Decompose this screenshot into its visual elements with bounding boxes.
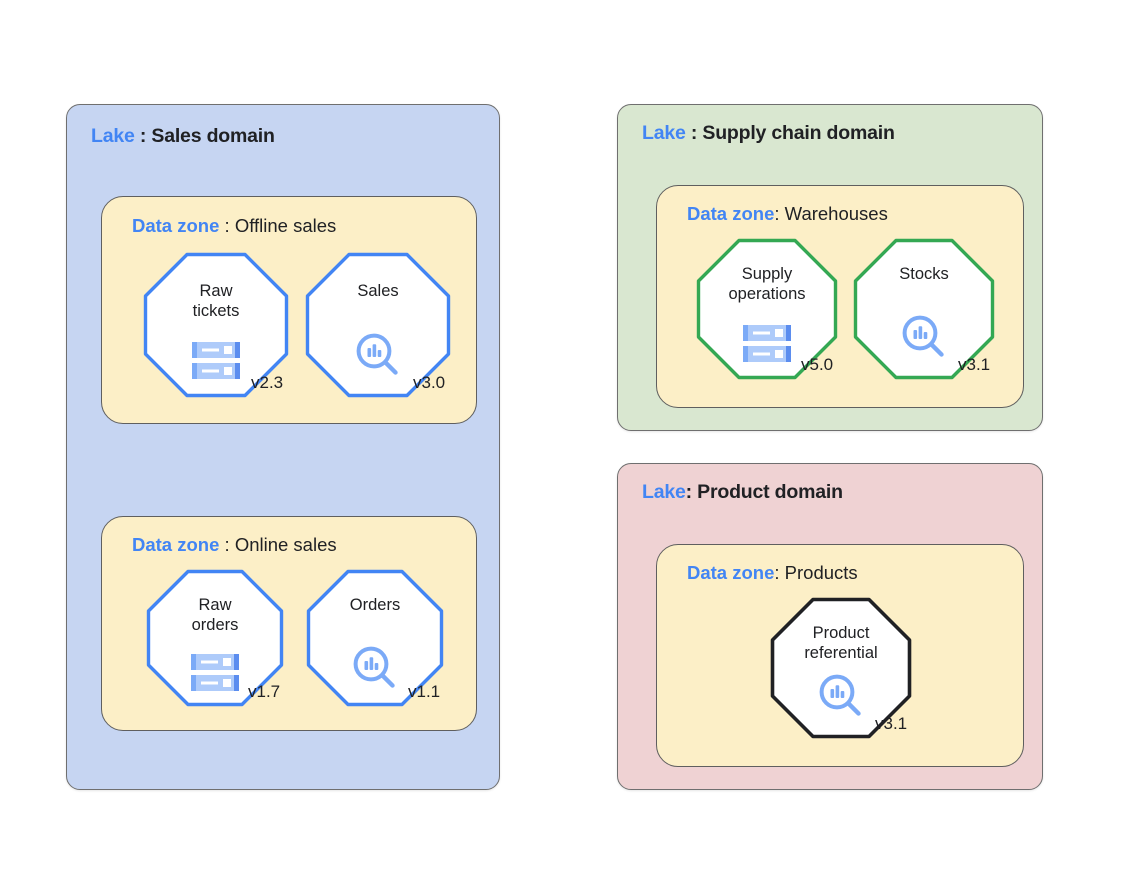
data-zone-products-title: Data zone: Products bbox=[687, 562, 858, 584]
lake-product-domain-title: Lake: Product domain bbox=[642, 481, 843, 504]
analytics-magnifier-icon bbox=[901, 314, 947, 360]
lake-sales-domain[interactable]: Lake : Sales domain Data zone : Offline … bbox=[66, 104, 500, 790]
database-icon bbox=[741, 324, 793, 364]
lake-name: Supply chain domain bbox=[702, 122, 895, 144]
data-product-raw-tickets[interactable]: Raw tickets v2.3 bbox=[143, 252, 289, 398]
zone-separator: : bbox=[774, 203, 785, 224]
product-version: v3.1 bbox=[958, 355, 991, 374]
zone-name: Offline sales bbox=[234, 215, 337, 236]
lake-separator: : bbox=[685, 122, 703, 144]
data-product-orders[interactable]: Orders v1.1 bbox=[306, 569, 444, 707]
octagon-shape bbox=[770, 597, 912, 739]
lake-keyword: Lake bbox=[642, 122, 686, 144]
data-zone-online-sales[interactable]: Data zone : Online sales Raw orders bbox=[101, 516, 477, 731]
product-label: Product referential bbox=[804, 624, 878, 663]
product-version: v1.7 bbox=[248, 682, 281, 701]
lake-name: Sales domain bbox=[151, 125, 275, 147]
lake-keyword: Lake bbox=[91, 125, 135, 147]
product-version: v5.0 bbox=[801, 355, 834, 374]
octagon-shape bbox=[853, 238, 995, 380]
product-label: Supply operations bbox=[728, 265, 806, 304]
lake-name: Product domain bbox=[697, 481, 843, 503]
database-icon bbox=[189, 653, 241, 693]
zone-name: Products bbox=[784, 562, 858, 583]
data-zone-products[interactable]: Data zone: Products Product referential bbox=[656, 544, 1024, 767]
octagon-shape bbox=[696, 238, 838, 380]
octagon-shape bbox=[146, 569, 284, 707]
data-product-supply-operations[interactable]: Supply operations v5.0 bbox=[696, 238, 838, 380]
zone-keyword: Data zone bbox=[687, 562, 775, 583]
data-zone-online-sales-title: Data zone : Online sales bbox=[132, 534, 337, 556]
zone-separator: : bbox=[774, 562, 785, 583]
zone-keyword: Data zone bbox=[132, 534, 220, 555]
lake-supply-chain-domain[interactable]: Lake : Supply chain domain Data zone: Wa… bbox=[617, 104, 1043, 431]
data-zone-offline-sales-title: Data zone : Offline sales bbox=[132, 215, 336, 237]
data-zone-warehouses-title: Data zone: Warehouses bbox=[687, 203, 888, 225]
analytics-magnifier-icon bbox=[355, 332, 401, 378]
zone-separator: : bbox=[219, 215, 235, 236]
product-label: Raw orders bbox=[191, 596, 239, 635]
lake-sales-domain-title: Lake : Sales domain bbox=[91, 125, 275, 148]
data-product-stocks[interactable]: Stocks v3.1 bbox=[853, 238, 995, 380]
product-label: Sales bbox=[357, 282, 399, 300]
lake-separator: : bbox=[685, 481, 698, 503]
lake-separator: : bbox=[134, 125, 152, 147]
zone-name: Online sales bbox=[234, 534, 337, 555]
analytics-magnifier-icon bbox=[352, 645, 398, 691]
octagon-shape bbox=[305, 252, 451, 398]
product-label: Orders bbox=[349, 596, 401, 614]
data-product-product-referential[interactable]: Product referential v3.1 bbox=[770, 597, 912, 739]
lake-product-domain[interactable]: Lake: Product domain Data zone: Products… bbox=[617, 463, 1043, 790]
octagon-shape bbox=[306, 569, 444, 707]
data-zone-offline-sales[interactable]: Data zone : Offline sales Raw tickets bbox=[101, 196, 477, 424]
octagon-shape bbox=[143, 252, 289, 398]
lake-supply-chain-domain-title: Lake : Supply chain domain bbox=[642, 122, 895, 145]
zone-keyword: Data zone bbox=[687, 203, 775, 224]
data-zone-warehouses[interactable]: Data zone: Warehouses Supply operations bbox=[656, 185, 1024, 408]
lake-keyword: Lake bbox=[642, 481, 686, 503]
zone-separator: : bbox=[219, 534, 235, 555]
data-product-raw-orders[interactable]: Raw orders v1.7 bbox=[146, 569, 284, 707]
product-version: v2.3 bbox=[251, 373, 284, 392]
zone-name: Warehouses bbox=[784, 203, 888, 224]
database-icon bbox=[190, 341, 242, 381]
product-label: Stocks bbox=[899, 265, 949, 283]
product-version: v3.1 bbox=[875, 714, 908, 733]
analytics-magnifier-icon bbox=[818, 673, 864, 719]
data-product-sales[interactable]: Sales v3.0 bbox=[305, 252, 451, 398]
product-version: v1.1 bbox=[408, 682, 441, 701]
product-version: v3.0 bbox=[413, 373, 446, 392]
zone-keyword: Data zone bbox=[132, 215, 220, 236]
product-label: Raw tickets bbox=[192, 282, 240, 321]
